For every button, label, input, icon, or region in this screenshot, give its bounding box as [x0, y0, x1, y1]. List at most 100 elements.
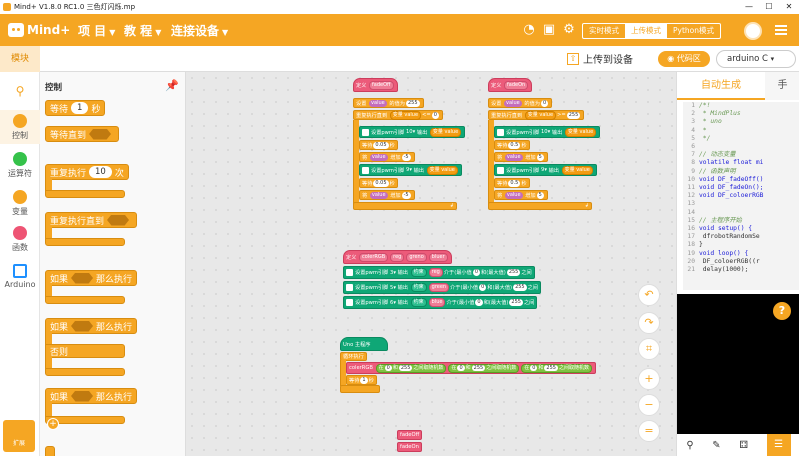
repeat-until-block[interactable]: 重复执行直到 变量 value>=255: [488, 110, 585, 120]
change-value-block[interactable]: 将 value 增加-5: [359, 152, 415, 162]
tab-modules[interactable]: 模块: [0, 46, 40, 72]
main-toolbar: Mind+ 项 目▼ 教 程▼ 连接设备▼ ◔ ▣ ⚙ 实时模式 上传模式 Py…: [0, 14, 799, 46]
call-fadeon-block[interactable]: fadeOn: [397, 442, 422, 452]
pwm-pin9-block[interactable]: 设置pwm引脚 9▾ 输出 变量 value: [494, 164, 597, 176]
close-button[interactable]: ✕: [785, 2, 793, 11]
help-button[interactable]: ?: [773, 302, 791, 320]
line-number: 8: [691, 159, 695, 167]
uno-main-block[interactable]: Uno 主程序: [340, 337, 388, 351]
mode-switch: 实时模式 上传模式 Python模式: [582, 23, 721, 39]
call-fadeoff-block[interactable]: fadeOff: [397, 430, 423, 440]
menu-connect-device[interactable]: 连接设备▼: [171, 24, 229, 38]
mindplus-logo: Mind+: [8, 20, 70, 40]
board-label: arduino C: [727, 54, 768, 64]
grid-icon[interactable]: ⚃: [739, 439, 749, 451]
code-line: 17 dfrobotRandomSe: [683, 233, 799, 241]
mode-realtime[interactable]: 实时模式: [589, 26, 619, 35]
code-line: 2 * MindPlus: [683, 110, 799, 118]
board-select[interactable]: arduino C ▾: [716, 50, 796, 68]
upload-to-device-button[interactable]: ⇧ 上传到设备: [567, 51, 633, 66]
pin-icon[interactable]: ✎: [712, 439, 721, 451]
chevron-down-icon: ▾: [770, 55, 775, 63]
pwm-pin10-block[interactable]: 设置pwm引脚 10▾ 输出 变量 value: [359, 126, 466, 138]
pin-icon[interactable]: 📌: [165, 79, 179, 92]
maximize-button[interactable]: ☐: [765, 2, 773, 11]
mode-python[interactable]: Python模式: [673, 26, 714, 35]
block-arm: [45, 227, 52, 239]
define-fadeoff-block[interactable]: 定义 fadeOff: [353, 78, 398, 92]
robot-logo-icon: [8, 23, 24, 37]
gauge-icon[interactable]: ◔: [523, 22, 535, 37]
tab-auto-generate[interactable]: 自动生成: [677, 72, 765, 100]
avatar[interactable]: [744, 22, 762, 40]
category-arduino[interactable]: Arduino: [0, 264, 40, 289]
category-operators[interactable]: 运算符: [0, 152, 40, 179]
category-functions[interactable]: 函数: [0, 226, 40, 253]
mode-upload[interactable]: 上传模式: [625, 24, 667, 38]
gear-icon[interactable]: ⚙: [563, 22, 575, 37]
search-icon[interactable]: ⚲: [15, 84, 25, 98]
code-line: 1/*!: [683, 102, 799, 110]
crop-icon[interactable]: ⌗: [638, 338, 660, 360]
block-if-else[interactable]: 如果那么执行: [45, 318, 138, 334]
zoom-in-icon[interactable]: +: [638, 368, 660, 390]
chip-icon[interactable]: ▣: [542, 22, 556, 37]
block-wait-until[interactable]: 等待直到: [45, 126, 120, 142]
block-if-then-2[interactable]: 如果那么执行: [45, 388, 138, 404]
serial-monitor[interactable]: ?: [677, 294, 799, 434]
serial-toolbar: ⚲ ✎ ⚃ ☰: [677, 434, 799, 456]
repeat-until-block[interactable]: 重复执行直到 变量 value<=0: [353, 110, 443, 120]
chevron-down-icon: ▼: [109, 28, 116, 37]
usb-icon[interactable]: ⚲: [686, 439, 694, 451]
hamburger-menu-icon[interactable]: [775, 25, 787, 35]
tab-manual-edit[interactable]: 手: [765, 72, 799, 100]
block-if-then[interactable]: 如果那么执行: [45, 270, 138, 286]
line-number: 17: [687, 233, 695, 241]
loop-foot: [340, 385, 380, 393]
minimize-button[interactable]: —: [745, 2, 753, 11]
category-control[interactable]: 控制: [0, 110, 40, 144]
zoom-out-icon[interactable]: −: [638, 394, 660, 416]
code-text: */: [699, 134, 711, 142]
define-fadeon-block[interactable]: 定义 fadeOn: [488, 78, 533, 92]
line-number: 15: [687, 216, 695, 224]
block-arm: [45, 179, 52, 191]
menu-tutorial[interactable]: 教 程▼: [124, 24, 162, 38]
pwm-pin9-block[interactable]: 设置pwm引脚 9▾ 输出 变量 value: [359, 164, 462, 176]
loop-forever-block[interactable]: 循环执行: [340, 352, 367, 361]
change-value-block-2[interactable]: 将 value 增加-5: [359, 190, 415, 200]
code-area-toggle[interactable]: ◉ 代码区: [658, 51, 710, 67]
pwm-pin10-block[interactable]: 设置pwm引脚 10▾ 输出 变量 value: [494, 126, 601, 138]
code-text: void DF_coloerRGB: [699, 192, 764, 200]
block-repeat-until[interactable]: 重复执行直到: [45, 212, 138, 228]
category-variables[interactable]: 变量: [0, 190, 40, 217]
line-number: 2: [691, 110, 695, 118]
zoom-reset-icon[interactable]: =: [638, 420, 660, 442]
add-icon[interactable]: +: [47, 418, 59, 430]
redo-icon[interactable]: ↷: [638, 312, 660, 334]
extensions-button[interactable]: 扩展: [3, 420, 35, 452]
menu-icon[interactable]: ☰: [766, 434, 791, 456]
undo-icon[interactable]: ↶: [638, 284, 660, 306]
block-repeat-partial[interactable]: [45, 446, 55, 456]
menu-project[interactable]: 项 目▼: [78, 24, 116, 38]
